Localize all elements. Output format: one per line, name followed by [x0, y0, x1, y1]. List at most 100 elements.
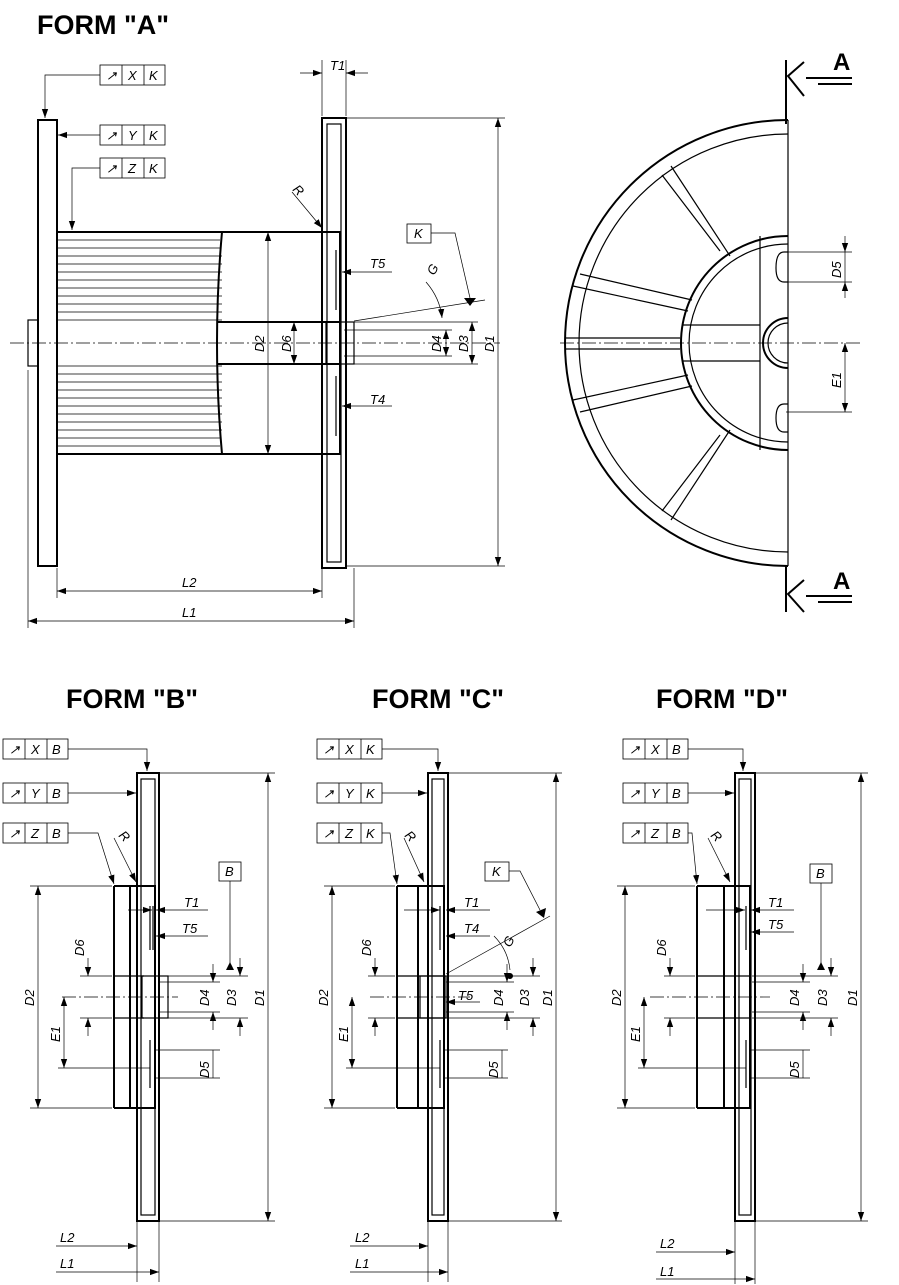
- svg-text:D2: D2: [609, 989, 624, 1006]
- svg-text:K: K: [149, 68, 159, 83]
- svg-text:↗: ↗: [323, 826, 334, 841]
- spokes: [565, 165, 760, 521]
- svg-text:L2: L2: [182, 575, 197, 590]
- svg-text:L1: L1: [355, 1256, 369, 1271]
- svg-text:T1: T1: [330, 58, 345, 73]
- svg-text:L1: L1: [660, 1264, 674, 1279]
- svg-text:T5: T5: [458, 988, 474, 1003]
- svg-text:B: B: [816, 866, 825, 881]
- form-a-datum-k: K: [353, 223, 486, 322]
- svg-text:↗: ↗: [629, 742, 640, 757]
- svg-text:Z: Z: [344, 826, 354, 841]
- svg-text:A: A: [833, 49, 850, 76]
- svg-text:Y: Y: [128, 128, 138, 143]
- svg-text:D3: D3: [517, 989, 532, 1006]
- svg-text:E1: E1: [48, 1026, 63, 1042]
- svg-text:D1: D1: [540, 989, 555, 1006]
- svg-text:B: B: [52, 786, 61, 801]
- svg-text:D5: D5: [787, 1061, 802, 1078]
- svg-text:T5: T5: [768, 917, 784, 932]
- svg-text:T4: T4: [370, 392, 385, 407]
- svg-text:D6: D6: [654, 939, 669, 956]
- svg-text:D2: D2: [22, 989, 37, 1006]
- svg-text:D2: D2: [316, 989, 331, 1006]
- svg-text:Z: Z: [650, 826, 660, 841]
- svg-text:B: B: [52, 742, 61, 757]
- svg-text:Y: Y: [31, 786, 41, 801]
- svg-text:L2: L2: [660, 1236, 675, 1251]
- svg-text:D6: D6: [359, 939, 374, 956]
- form-d-title: FORM "D": [656, 684, 788, 714]
- svg-text:D3: D3: [456, 335, 471, 352]
- svg-text:T5: T5: [182, 921, 198, 936]
- svg-text:↗: ↗: [323, 742, 334, 757]
- svg-text:X: X: [344, 742, 355, 757]
- svg-text:Y: Y: [651, 786, 661, 801]
- svg-text:↗: ↗: [106, 161, 117, 176]
- svg-text:Y: Y: [345, 786, 355, 801]
- svg-text:R: R: [402, 828, 419, 845]
- svg-text:D6: D6: [72, 939, 87, 956]
- svg-text:L2: L2: [355, 1230, 370, 1245]
- svg-text:L1: L1: [60, 1256, 74, 1271]
- svg-text:D4: D4: [787, 989, 802, 1006]
- svg-text:D4: D4: [491, 989, 506, 1006]
- form-a-cable-winding: [57, 231, 223, 455]
- svg-text:↗: ↗: [629, 786, 640, 801]
- svg-text:D3: D3: [224, 989, 239, 1006]
- svg-text:T4: T4: [464, 921, 479, 936]
- svg-text:D2: D2: [252, 335, 267, 352]
- tolerance-frame-x: ↗ X K: [99, 64, 166, 86]
- svg-text:K: K: [366, 742, 376, 757]
- form-b-title: FORM "B": [66, 684, 198, 714]
- form-a-title: FORM "A": [37, 10, 169, 40]
- svg-text:E1: E1: [829, 372, 844, 388]
- svg-text:D1: D1: [252, 989, 267, 1006]
- svg-text:B: B: [225, 864, 234, 879]
- svg-text:A: A: [833, 568, 850, 595]
- svg-text:E1: E1: [628, 1026, 643, 1042]
- svg-text:T1: T1: [464, 895, 479, 910]
- svg-text:K: K: [414, 226, 424, 241]
- svg-text:↗: ↗: [629, 826, 640, 841]
- svg-text:D3: D3: [815, 989, 830, 1006]
- svg-text:T5: T5: [370, 256, 386, 271]
- svg-text:D5: D5: [197, 1061, 212, 1078]
- form-a: FORM "A": [10, 10, 505, 628]
- tolerance-frame-z: ↗ Z K: [99, 157, 166, 179]
- svg-text:G: G: [424, 261, 442, 277]
- svg-text:↗: ↗: [323, 786, 334, 801]
- section-marker-bottom: A: [785, 566, 852, 613]
- svg-text:X: X: [650, 742, 661, 757]
- svg-text:D5: D5: [486, 1061, 501, 1078]
- svg-text:E1: E1: [336, 1026, 351, 1042]
- svg-text:K: K: [366, 786, 376, 801]
- svg-text:K: K: [149, 128, 159, 143]
- svg-text:D5: D5: [829, 261, 844, 278]
- svg-text:L2: L2: [60, 1230, 75, 1245]
- svg-text:B: B: [52, 826, 61, 841]
- svg-text:T1: T1: [768, 895, 783, 910]
- svg-text:↗: ↗: [9, 786, 20, 801]
- svg-text:Z: Z: [30, 826, 40, 841]
- side-view-section-a: A A D5 E1: [560, 49, 862, 613]
- svg-text:B: B: [672, 786, 681, 801]
- form-c-title: FORM "C": [372, 684, 504, 714]
- svg-text:D4: D4: [197, 989, 212, 1006]
- svg-text:X: X: [127, 68, 138, 83]
- svg-text:D4: D4: [429, 335, 444, 352]
- svg-text:X: X: [30, 742, 41, 757]
- svg-text:K: K: [492, 864, 502, 879]
- svg-text:↗: ↗: [106, 128, 117, 143]
- form-a-right-flange: [321, 117, 347, 569]
- svg-text:↗: ↗: [9, 742, 20, 757]
- svg-text:R: R: [290, 182, 307, 199]
- section-marker-top: A: [785, 49, 852, 124]
